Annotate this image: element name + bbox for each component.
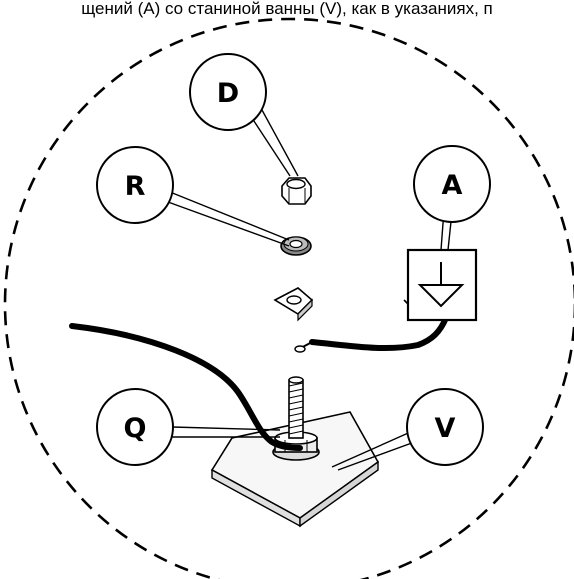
callout-r-label: R: [125, 171, 146, 202]
callout-d: D: [189, 53, 267, 131]
callout-v: V: [406, 388, 484, 466]
leader-lines: [164, 109, 453, 471]
callout-a-label: A: [442, 170, 463, 201]
hex-nut: [281, 177, 312, 205]
callout-q-label: Q: [124, 413, 147, 444]
callout-d-label: D: [217, 78, 239, 109]
callout-a: A: [413, 145, 491, 223]
callout-q: Q: [96, 388, 174, 466]
callout-r: R: [96, 146, 174, 224]
cable-lug: [273, 287, 314, 322]
lock-washer: [280, 236, 312, 256]
threaded-bolt: [288, 376, 304, 439]
instruction-text: щений (A) со станиной ванны (V), как в у…: [81, 0, 493, 18]
detail-circle: [3, 17, 574, 579]
ground-cable-left: [69, 323, 303, 451]
tub-frame-plate: [210, 411, 380, 528]
ground-icon: [406, 248, 478, 322]
ground-cable-right: [309, 315, 449, 351]
cable-terminal-tip: [294, 345, 306, 353]
callout-v-label: V: [435, 413, 456, 444]
